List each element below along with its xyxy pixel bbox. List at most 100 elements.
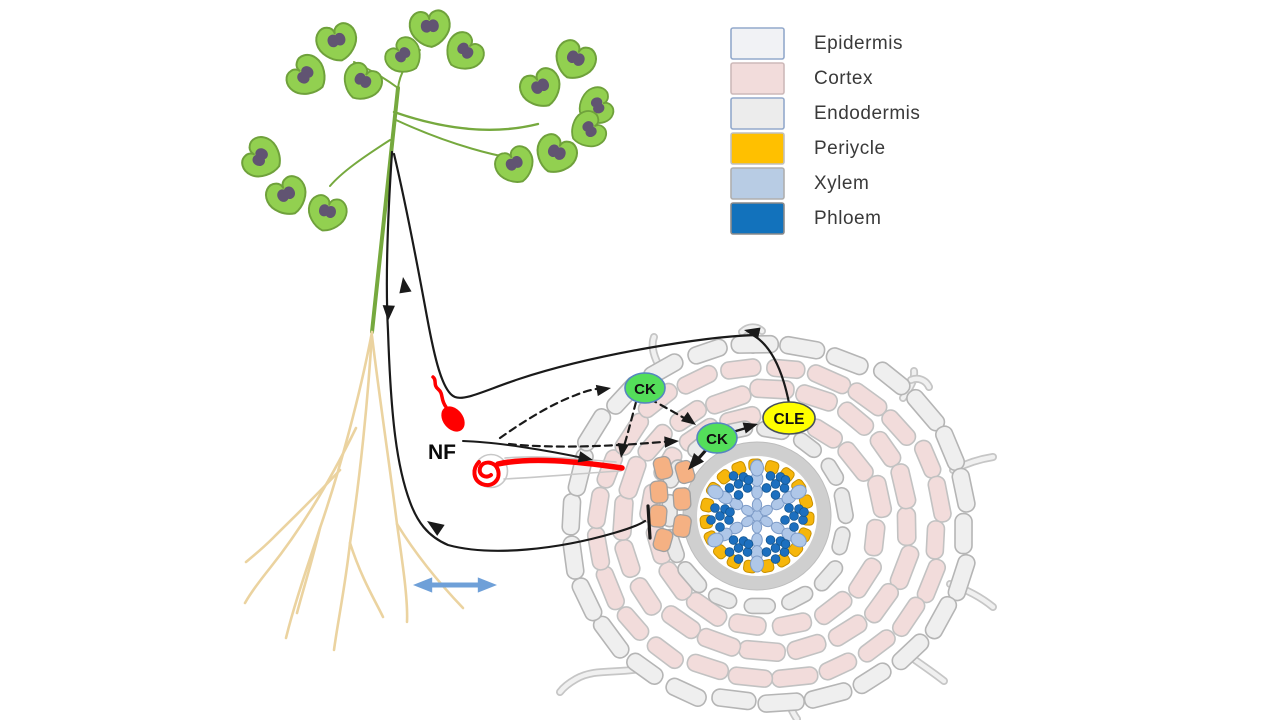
arrowhead-icon bbox=[399, 277, 412, 294]
arrowhead-icon bbox=[477, 577, 497, 593]
phloem-cell bbox=[733, 490, 744, 500]
phloem-cell bbox=[743, 475, 754, 485]
inhibition-bar-icon bbox=[646, 504, 652, 540]
phloem-cell bbox=[710, 503, 720, 513]
arrowhead-icon bbox=[664, 436, 679, 448]
phloem-cell bbox=[733, 543, 744, 553]
leaflet-icon bbox=[555, 39, 597, 79]
cortex-cell bbox=[867, 474, 893, 519]
cortex-cell bbox=[616, 606, 650, 641]
root-strand bbox=[395, 522, 465, 610]
cortex-cell bbox=[827, 614, 868, 647]
root-strand bbox=[244, 468, 342, 564]
epidermis-cell bbox=[891, 633, 930, 671]
epidermis-cell bbox=[711, 688, 757, 711]
leaflet-icon bbox=[285, 53, 326, 95]
phloem-cell bbox=[798, 515, 808, 525]
leaflet-icon bbox=[265, 175, 307, 215]
root-strand bbox=[284, 330, 374, 640]
cortex-cell bbox=[646, 636, 684, 670]
epidermis-cell bbox=[954, 512, 973, 555]
phloem-cell bbox=[780, 515, 790, 525]
legend-item: Cortex bbox=[730, 61, 920, 96]
dividing-cortical-cell bbox=[672, 514, 692, 538]
phloem-cell bbox=[770, 554, 781, 564]
dividing-cortical-cell bbox=[652, 527, 674, 553]
phloem-cell bbox=[706, 515, 716, 525]
phloem-cell bbox=[779, 483, 790, 493]
legend-label: Epidermis bbox=[814, 32, 903, 54]
leaflet-icon bbox=[307, 194, 348, 232]
legend: Epidermis Cortex Endodermis Periycle bbox=[730, 26, 920, 236]
endodermis-cell bbox=[813, 560, 844, 592]
cortex-cell bbox=[587, 486, 610, 530]
phloem-cell bbox=[761, 547, 772, 557]
rhizobium-flagellum bbox=[431, 375, 448, 409]
root-strand bbox=[295, 526, 322, 615]
xylem-cell bbox=[751, 532, 763, 548]
root-strand bbox=[348, 541, 385, 619]
legend-label: Xylem bbox=[814, 172, 870, 194]
phloem-cell bbox=[799, 507, 809, 517]
cle-label: CLE bbox=[774, 411, 805, 428]
leaflet-icon bbox=[384, 36, 421, 73]
phloem-cell bbox=[789, 511, 799, 521]
cortex-cell bbox=[786, 633, 827, 661]
cortex-cell bbox=[686, 653, 730, 681]
arrowhead-icon bbox=[617, 442, 629, 458]
epidermis-cell bbox=[757, 692, 805, 713]
phloem-cell bbox=[779, 547, 790, 557]
arrowhead-icon bbox=[427, 521, 445, 536]
cortex-cell bbox=[891, 596, 926, 638]
xylem-cell bbox=[707, 484, 724, 500]
xylem-cell bbox=[790, 532, 807, 548]
phloem-cell bbox=[770, 479, 781, 489]
endodermis-cell bbox=[820, 457, 845, 486]
cortex-cell bbox=[727, 666, 774, 688]
cortex-cell bbox=[836, 401, 875, 436]
leaflet-icon bbox=[536, 133, 578, 173]
leaflet-icon bbox=[446, 31, 485, 70]
epidermis-cell bbox=[951, 467, 976, 513]
leaflet-icon bbox=[241, 136, 281, 178]
root-strand bbox=[332, 330, 374, 652]
epidermis-cell bbox=[779, 335, 826, 360]
endodermis-cell bbox=[831, 526, 851, 556]
dividing-cortical-cell bbox=[672, 487, 692, 511]
epidermis-cell bbox=[687, 338, 728, 365]
phloem-cell bbox=[733, 479, 744, 489]
root-strand bbox=[370, 334, 409, 624]
cortex-cell bbox=[890, 463, 917, 510]
cortex-cell bbox=[881, 409, 917, 447]
cortex-cell bbox=[749, 378, 795, 400]
phloem-cell bbox=[789, 522, 799, 532]
cortex-cell bbox=[927, 475, 952, 523]
phloem-cell bbox=[715, 511, 725, 521]
cortex-cell bbox=[766, 358, 806, 380]
cortex-cell bbox=[661, 605, 702, 640]
leaflet-icon bbox=[315, 22, 358, 62]
xylem-swatch-icon bbox=[730, 166, 785, 200]
infection-thread bbox=[495, 457, 625, 471]
endodermis-cell bbox=[792, 432, 823, 459]
cortex-cell bbox=[612, 494, 634, 541]
arrowhead-icon bbox=[680, 411, 696, 425]
epidermis-cell bbox=[924, 595, 958, 640]
phloem-cell bbox=[725, 507, 735, 517]
nf-arrow bbox=[462, 440, 589, 460]
phloem-cell bbox=[728, 471, 739, 481]
infection-elements bbox=[431, 375, 625, 489]
cortex-cell bbox=[863, 518, 886, 557]
cortex-cell bbox=[586, 526, 611, 571]
arrowhead-icon bbox=[688, 452, 705, 470]
pericycle-swatch-icon bbox=[730, 131, 785, 165]
legend-label: Cortex bbox=[814, 67, 873, 89]
arrowhead-icon bbox=[413, 577, 433, 593]
phloem-cell bbox=[728, 535, 739, 545]
signal-bubbles: CK CK CLE NF bbox=[428, 372, 816, 464]
rhizobium-icon bbox=[441, 406, 465, 432]
cortex-cell bbox=[795, 384, 839, 412]
cortex-cell bbox=[728, 613, 767, 636]
epidermis-cell bbox=[626, 652, 664, 685]
